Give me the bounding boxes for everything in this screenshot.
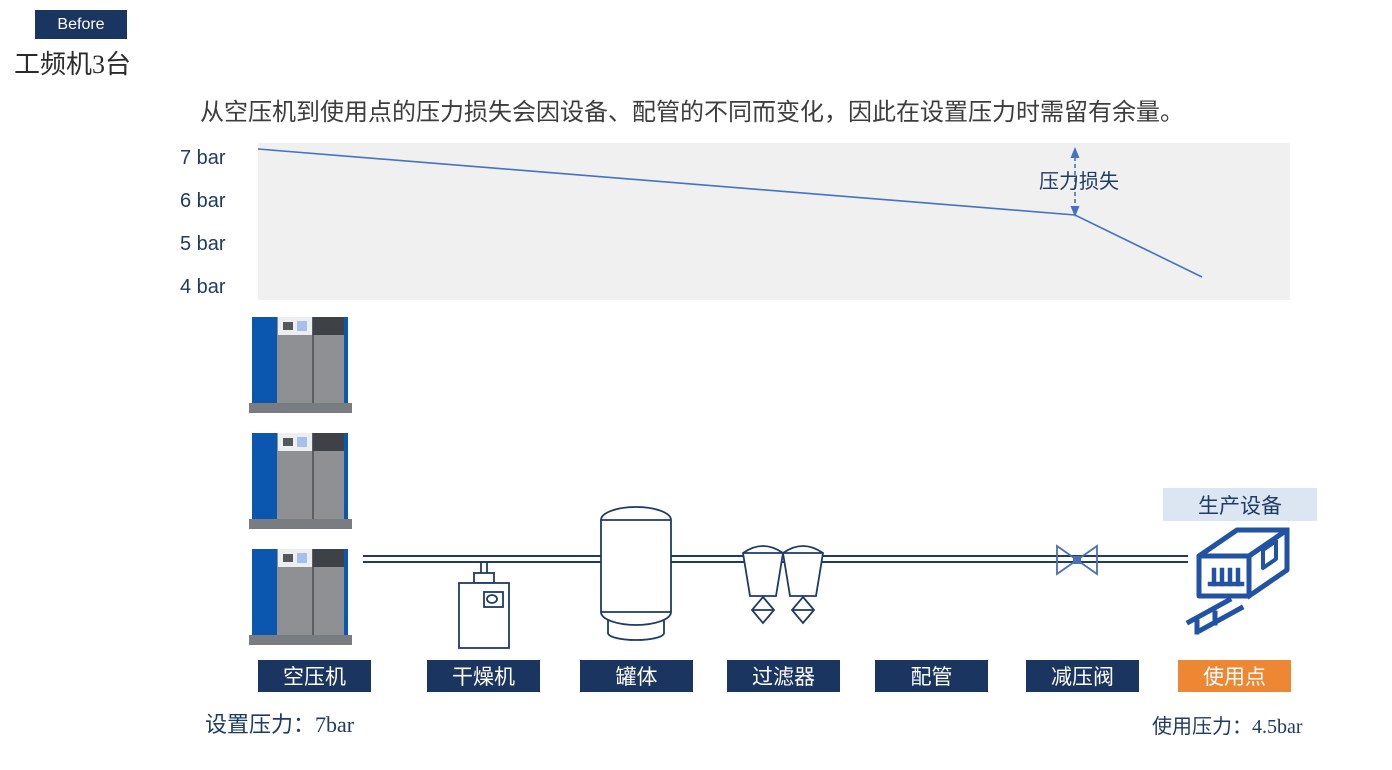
control-display <box>283 322 293 330</box>
compressor-body <box>252 433 348 519</box>
compressor-unit-3 <box>249 549 352 645</box>
equipment-label-减压阀: 减压阀 <box>1026 660 1139 692</box>
equipment-label-row: 空压机 干燥机 罐体 过滤器 配管 减压阀 使用点 <box>0 660 1392 692</box>
compressor-vent <box>313 549 344 567</box>
pressure-loss-arrow <box>1070 147 1080 217</box>
y-tick-7bar: 7 bar <box>180 147 226 169</box>
control-button <box>297 437 307 447</box>
compressor-vent <box>313 433 344 451</box>
compressor-body <box>252 317 348 403</box>
equipment-label-配管: 配管 <box>875 660 988 692</box>
compressor-control-panel <box>278 549 312 567</box>
description-text: 从空压机到使用点的压力损失会因设备、配管的不同而变化，因此在设置压力时需留有余量… <box>200 100 1184 126</box>
dryer-icon <box>458 563 510 649</box>
compressor-base <box>249 635 352 645</box>
y-tick-4bar: 4 bar <box>180 276 226 298</box>
control-display <box>283 554 293 562</box>
equipment-label-罐体: 罐体 <box>580 660 693 692</box>
compressor-control-panel <box>278 317 312 335</box>
compressor-unit-1 <box>249 317 352 413</box>
compressor-body <box>252 549 348 635</box>
production-machine-icon <box>1185 527 1290 635</box>
production-equipment-label: 生产设备 <box>1163 488 1317 521</box>
control-button <box>297 321 307 331</box>
before-badge: Before <box>35 10 127 39</box>
compressor-blue-edge <box>344 317 348 403</box>
compressor-blue-panel <box>252 549 277 635</box>
compressor-unit-2 <box>249 433 352 529</box>
pressure-chart: 压力损失 <box>257 147 1203 278</box>
y-tick-6bar: 6 bar <box>180 190 226 212</box>
compressor-base <box>249 403 352 413</box>
equipment-label-干燥机: 干燥机 <box>427 660 540 692</box>
chart-plot-area <box>258 143 1290 300</box>
use-pressure-text: 使用压力：4.5bar <box>1152 716 1303 738</box>
compressor-base <box>249 519 352 529</box>
equipment-label-空压机: 空压机 <box>258 660 371 692</box>
compressor-blue-edge <box>344 549 348 635</box>
control-display <box>283 438 293 446</box>
compressor-vent <box>313 317 344 335</box>
machine-count-label: 工频机3台 <box>14 50 132 79</box>
compressor-blue-panel <box>252 433 277 519</box>
set-pressure-text: 设置压力：7bar <box>205 712 355 737</box>
panel-divider <box>312 317 314 403</box>
pressure-loss-label: 压力损失 <box>1039 170 1119 193</box>
compressor-blue-panel <box>252 317 277 403</box>
panel-divider <box>312 433 314 519</box>
panel-divider <box>312 549 314 635</box>
equipment-label-使用点: 使用点 <box>1178 660 1291 692</box>
equipment-label-过滤器: 过滤器 <box>727 660 840 692</box>
tank-icon <box>600 506 672 641</box>
compressor-blue-edge <box>344 433 348 519</box>
valve-icon <box>1056 544 1098 576</box>
chart-y-axis: 7 bar 6 bar 5 bar 4 bar <box>180 143 248 300</box>
filter-icons <box>742 545 824 625</box>
y-tick-5bar: 5 bar <box>180 233 226 255</box>
control-button <box>297 553 307 563</box>
compressor-control-panel <box>278 433 312 451</box>
